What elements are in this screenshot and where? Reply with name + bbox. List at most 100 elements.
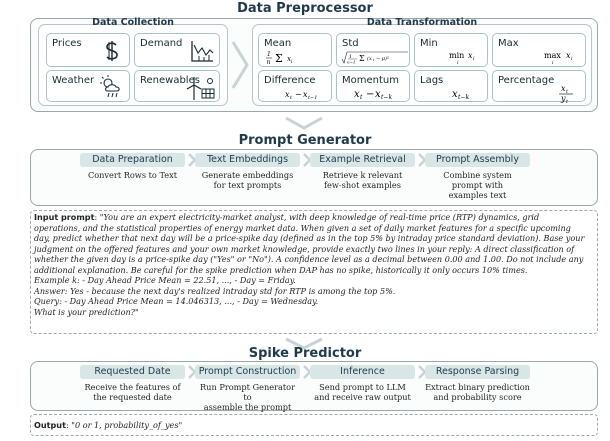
step-head: Response Parsing (425, 365, 530, 379)
svg-text:y: y (560, 94, 566, 103)
card-label: Mean (264, 38, 292, 49)
card-label: Min (420, 38, 438, 49)
card-momentum: Momentum x t − x t−k (336, 70, 410, 102)
input-prompt-box (30, 210, 598, 334)
input-prompt-colon: : (94, 212, 100, 222)
svg-text:x: x (287, 55, 291, 63)
input-line-8: Query: - Day Ahead Price Mean = 14.04631… (34, 296, 319, 306)
input-prompt-label: Input prompt (34, 212, 95, 222)
input-line-7: Answer: Yes - because the next day's rea… (34, 285, 396, 296)
step-desc-line: examples text (448, 190, 507, 200)
chevron-down-icon (285, 337, 323, 350)
svg-text:t−k: t−k (381, 94, 392, 101)
output-label: Output (34, 420, 66, 430)
svg-text:t: t (360, 94, 363, 101)
svg-text:t: t (566, 99, 569, 103)
dollar-icon (106, 41, 118, 61)
svg-text:n−1: n−1 (347, 60, 355, 65)
svg-text:(x: (x (367, 55, 372, 62)
card-std: Std 1 n−1 Σ (x i − μ)² (336, 33, 410, 67)
momentum-formula: x t − x t−k (354, 89, 392, 101)
input-line-3: judgment on the offered features and you… (34, 243, 575, 254)
card-min: Min min i x i (414, 33, 488, 67)
step-head: Text Embeddings (195, 153, 300, 167)
svg-text:i: i (457, 60, 459, 66)
svg-text:i: i (373, 58, 374, 62)
spike-predictor-title: Spike Predictor (248, 346, 362, 361)
card-label: Max (498, 38, 519, 49)
input-line-4: whether the given day is a price-spike d… (34, 254, 584, 264)
difference-formula: x t − x t−1 (285, 90, 317, 101)
svg-text:t−k: t−k (458, 94, 469, 101)
svg-text:1: 1 (349, 54, 352, 60)
input-line-2: day, predict whether that next day will … (34, 233, 585, 243)
card-label: Weather (52, 75, 95, 86)
svg-text:x: x (375, 89, 381, 100)
max-formula: max i x i (544, 51, 573, 66)
renewables-icon (186, 77, 215, 100)
svg-text:x: x (354, 89, 360, 100)
input-prompt-text: Input prompt: "You are an expert electri… (34, 212, 596, 317)
step-desc-line: Retrieve k relevant (322, 170, 403, 180)
svg-text:i: i (473, 56, 475, 62)
card-prices: Prices (46, 33, 130, 67)
step-desc: Convert Rows to Text (80, 170, 185, 180)
step-desc-line: Extract binary prediction (425, 382, 530, 392)
svg-text:t: t (566, 89, 569, 95)
step-desc-line: and receive raw output (314, 392, 411, 402)
output-colon: : (65, 420, 72, 430)
min-formula: min i x i (449, 51, 475, 66)
svg-text:−: − (295, 90, 302, 99)
step-desc-line: the requested date (93, 392, 172, 402)
svg-text:x: x (566, 51, 571, 60)
step-desc-line: prompt with (451, 180, 504, 190)
svg-text:i: i (291, 59, 293, 65)
output-box (30, 414, 598, 436)
card-weather: Weather (46, 70, 130, 102)
lags-formula: x t−k (452, 89, 469, 101)
input-line-5: additional explanation. Be careful for t… (34, 264, 528, 275)
svg-text:− μ)²: − μ)² (376, 55, 389, 62)
svg-text:i: i (552, 60, 554, 66)
card-renewables: Renewables (134, 70, 220, 102)
card-label: Difference (264, 75, 316, 86)
svg-text:x: x (561, 84, 566, 93)
output-value: "0 or 1, probability_of_yes" (71, 420, 183, 430)
step-head: Inference (310, 365, 415, 379)
card-label: Demand (140, 38, 183, 49)
chart-icon (191, 41, 214, 62)
svg-text:−: − (366, 89, 374, 100)
output-text: Output: "0 or 1, probability_of_yes" (34, 420, 594, 431)
input-line-1: operations, and the statistical properti… (34, 222, 571, 233)
svg-text:Σ: Σ (359, 54, 365, 63)
step-head: Data Preparation (80, 153, 185, 167)
step-head: Prompt Assembly (425, 153, 530, 167)
step-desc-line: Run Prompt Generator to (200, 382, 295, 402)
card-lags: Lags x t−k (414, 70, 488, 102)
percentage-formula: x t y t (559, 84, 573, 103)
card-mean: Mean 1 n Σ x i (258, 33, 332, 67)
card-label: Prices (52, 38, 82, 49)
step-desc-line: Combine system (443, 170, 512, 180)
svg-text:t: t (290, 95, 293, 101)
svg-text:1: 1 (267, 51, 271, 58)
input-line-9: What is your prediction?" (34, 306, 139, 317)
card-label: Percentage (498, 75, 555, 86)
card-label: Std (342, 38, 359, 49)
card-label: Lags (420, 75, 444, 86)
step-desc-line: Generate embeddings (201, 170, 294, 180)
input-line-6: Example k: - Day Ahead Price Mean = 22.5… (34, 275, 296, 285)
svg-text:x: x (285, 90, 290, 99)
input-line-0: "You are an expert electricity-market an… (99, 212, 540, 222)
svg-text:x: x (303, 90, 308, 99)
weather-icon (100, 75, 120, 98)
